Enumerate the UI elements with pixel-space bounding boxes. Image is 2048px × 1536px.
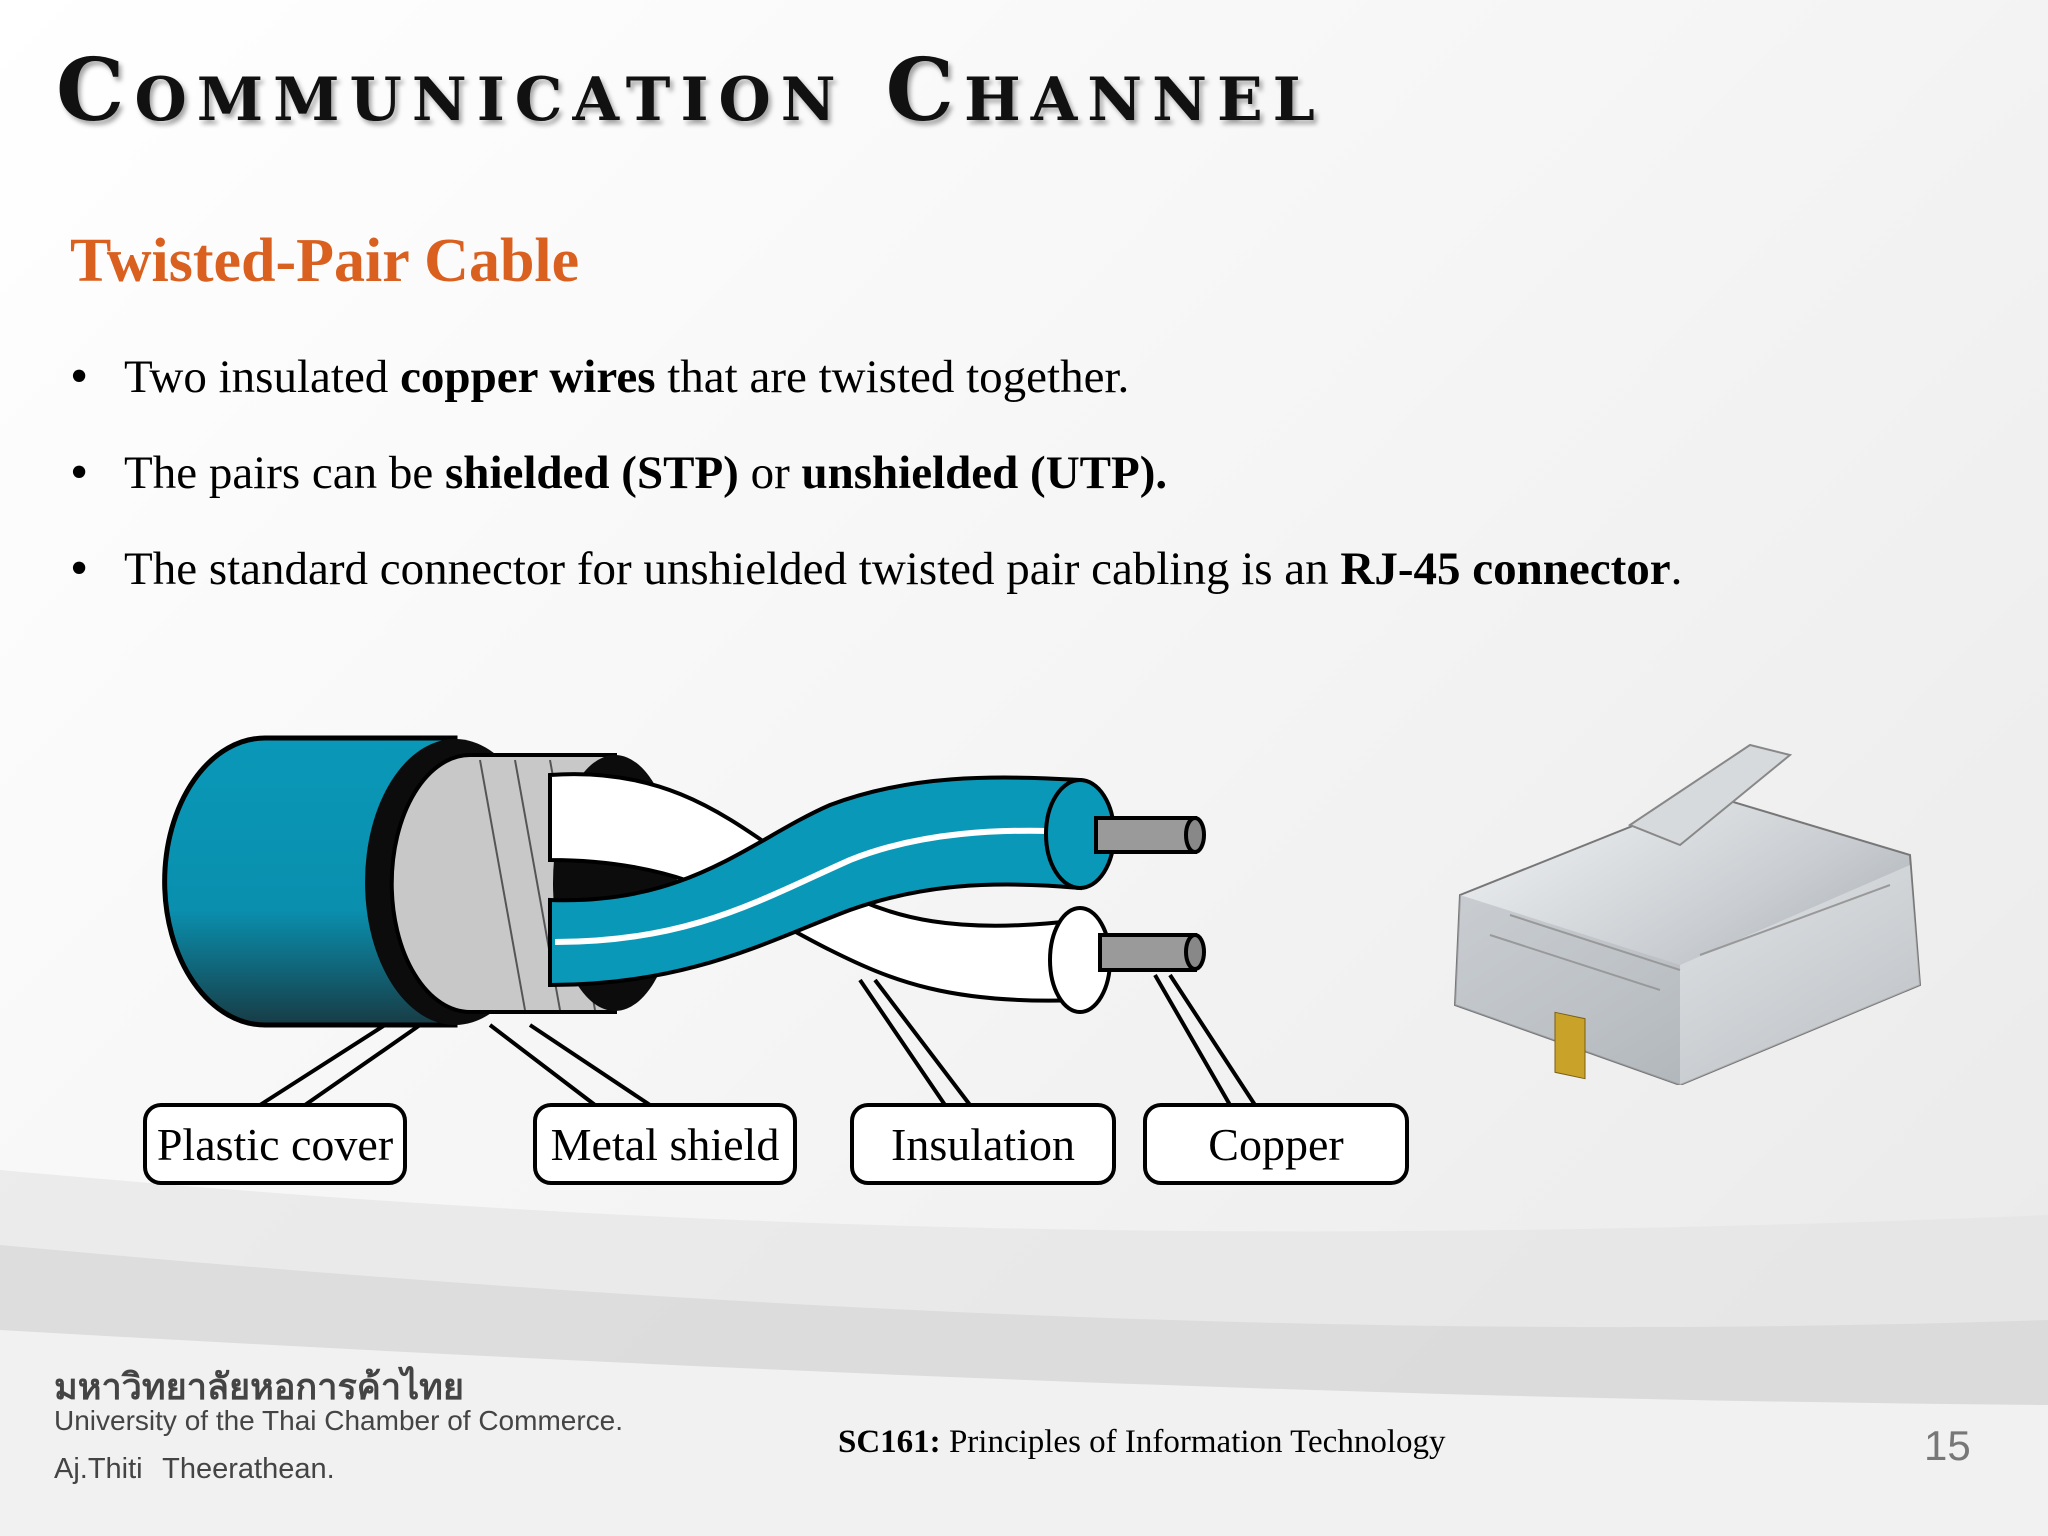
bullet-item: •The pairs can be shielded (STP) or unsh… [70,444,1168,501]
page-title: Communication Channel [56,40,1325,141]
page-number: 15 [1924,1422,1971,1469]
bullet-dot-icon: • [70,540,89,597]
label-insulation: Insulation [850,1103,1116,1185]
university-english-name: University of the Thai Chamber of Commer… [54,1405,624,1436]
svg-text:Copper: Copper [1208,1119,1343,1170]
leader-lines [258,973,1257,1107]
label-metal-shield: Metal shield [533,1103,797,1185]
label-plastic-cover: Plastic cover [143,1103,407,1185]
university-thai-name: มหาวิทยาลัยหอการค้าไทย [54,1367,465,1408]
bullet-list: •Two insulated copper wires that are twi… [66,348,1682,636]
svg-text:Plastic cover: Plastic cover [157,1119,393,1170]
bullet-item: •The standard connector for unshielded t… [70,540,1683,597]
label-copper: Copper [1143,1103,1409,1185]
twisted-pair-diagram: Plastic cover Metal shield Insulation Co… [143,735,1409,1185]
bullet-item: •Two insulated copper wires that are twi… [70,348,1130,405]
bullet-dot-icon: • [70,444,89,501]
blue-wire-shape [548,775,1206,988]
svg-text:Insulation: Insulation [891,1119,1075,1170]
course-name: Principles of Information Technology [940,1424,1446,1460]
svg-text:Metal shield: Metal shield [551,1119,780,1170]
bullet-dot-icon: • [70,348,89,405]
course-title: SC161: Principles of Information Technol… [838,1424,1446,1461]
course-code: SC161: [838,1424,941,1460]
section-subtitle: Twisted-Pair Cable [70,227,580,295]
rj45-connector-image [1453,743,1922,1085]
author-name: Aj.Thiti Theerathean. [54,1453,335,1485]
